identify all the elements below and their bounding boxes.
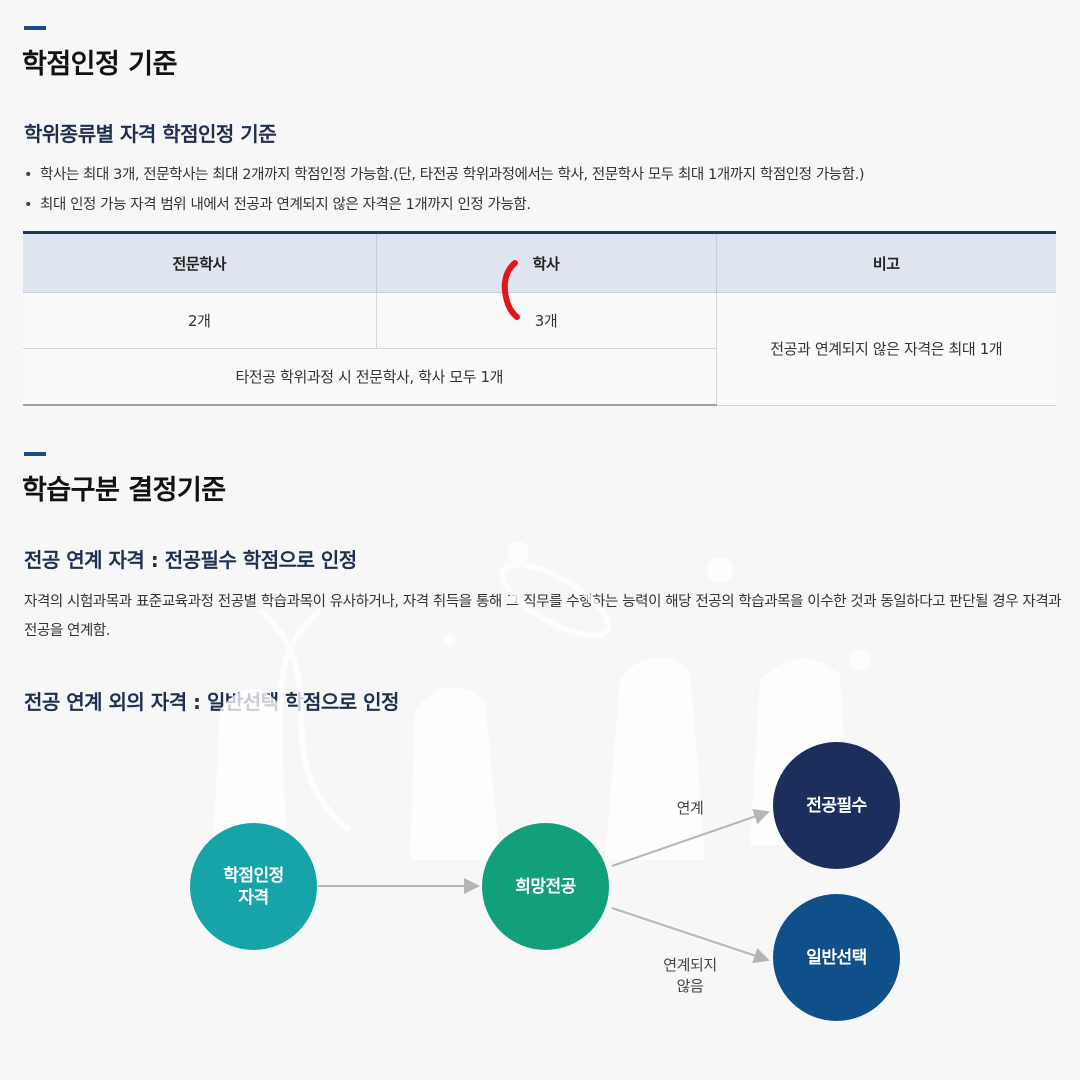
linkage-description: 자격의 시험과목과 표준교육과정 전공별 학습과목이 유사하거나, 자격 취득을… (24, 594, 1062, 639)
cell-other-major-limit: 타전공 학위과정 시 전문학사, 학사 모두 1개 (23, 348, 716, 406)
header-associate-degree: 전문학사 (23, 231, 376, 293)
node-label: 전공필수 (806, 795, 867, 816)
subtitle-non-linked: 전공 연계 외의 자격 : 일반선택 학점으로 인정 (24, 690, 399, 714)
node-label: 일반선택 (806, 947, 867, 968)
node-label: 희망전공 (515, 876, 576, 897)
table-row: 타전공 학위과정 시 전문학사, 학사 모두 1개 (23, 348, 1056, 406)
node-label: 학점인정 자격 (223, 865, 284, 908)
node-general-elective: 일반선택 (773, 894, 900, 1021)
section-title-credit-standard: 학점인정 기준 (22, 49, 177, 80)
table-header-row: 전문학사 학사 비고 (23, 231, 1056, 293)
section-accent-bar (24, 452, 46, 456)
edge-label-unlinked: 연계되지 않음 (663, 956, 717, 995)
cell-associate-count: 2개 (23, 292, 376, 349)
section-title-learning-classification: 학습구분 결정기준 (22, 475, 226, 506)
credit-standard-table: 전문학사 학사 비고 2개 3개 전공과 연계되지 않은 자격은 최대 1개 타… (23, 231, 1056, 406)
header-bachelor-degree: 학사 (375, 231, 716, 293)
node-desired-major: 희망전공 (482, 823, 609, 950)
edge-label-linked: 연계 (676, 799, 704, 817)
node-credit-qualification: 학점인정 자격 (190, 823, 317, 950)
table-row: 2개 3개 전공과 연계되지 않은 자격은 최대 1개 (23, 292, 1056, 406)
section-accent-bar (24, 26, 46, 30)
bullet-item: 최대 인정 가능 자격 범위 내에서 전공과 연계되지 않은 자격은 1개까지 … (24, 193, 864, 223)
subtitle-degree-credit-standard: 학위종류별 자격 학점인정 기준 (24, 122, 277, 146)
subtitle-major-linked: 전공 연계 자격 : 전공필수 학점으로 인정 (24, 548, 357, 572)
node-major-required: 전공필수 (773, 742, 900, 869)
credit-bullet-list: 학사는 최대 3개, 전문학사는 최대 2개까지 학점인정 가능함.(단, 타전… (24, 163, 865, 223)
header-note: 비고 (715, 231, 1056, 293)
red-handwritten-mark (501, 260, 520, 320)
cell-note: 전공과 연계되지 않은 자격은 최대 1개 (715, 292, 1056, 406)
cell-bachelor-count: 3개 (375, 292, 716, 349)
bullet-item: 학사는 최대 3개, 전문학사는 최대 2개까지 학점인정 가능함.(단, 타전… (24, 163, 865, 193)
